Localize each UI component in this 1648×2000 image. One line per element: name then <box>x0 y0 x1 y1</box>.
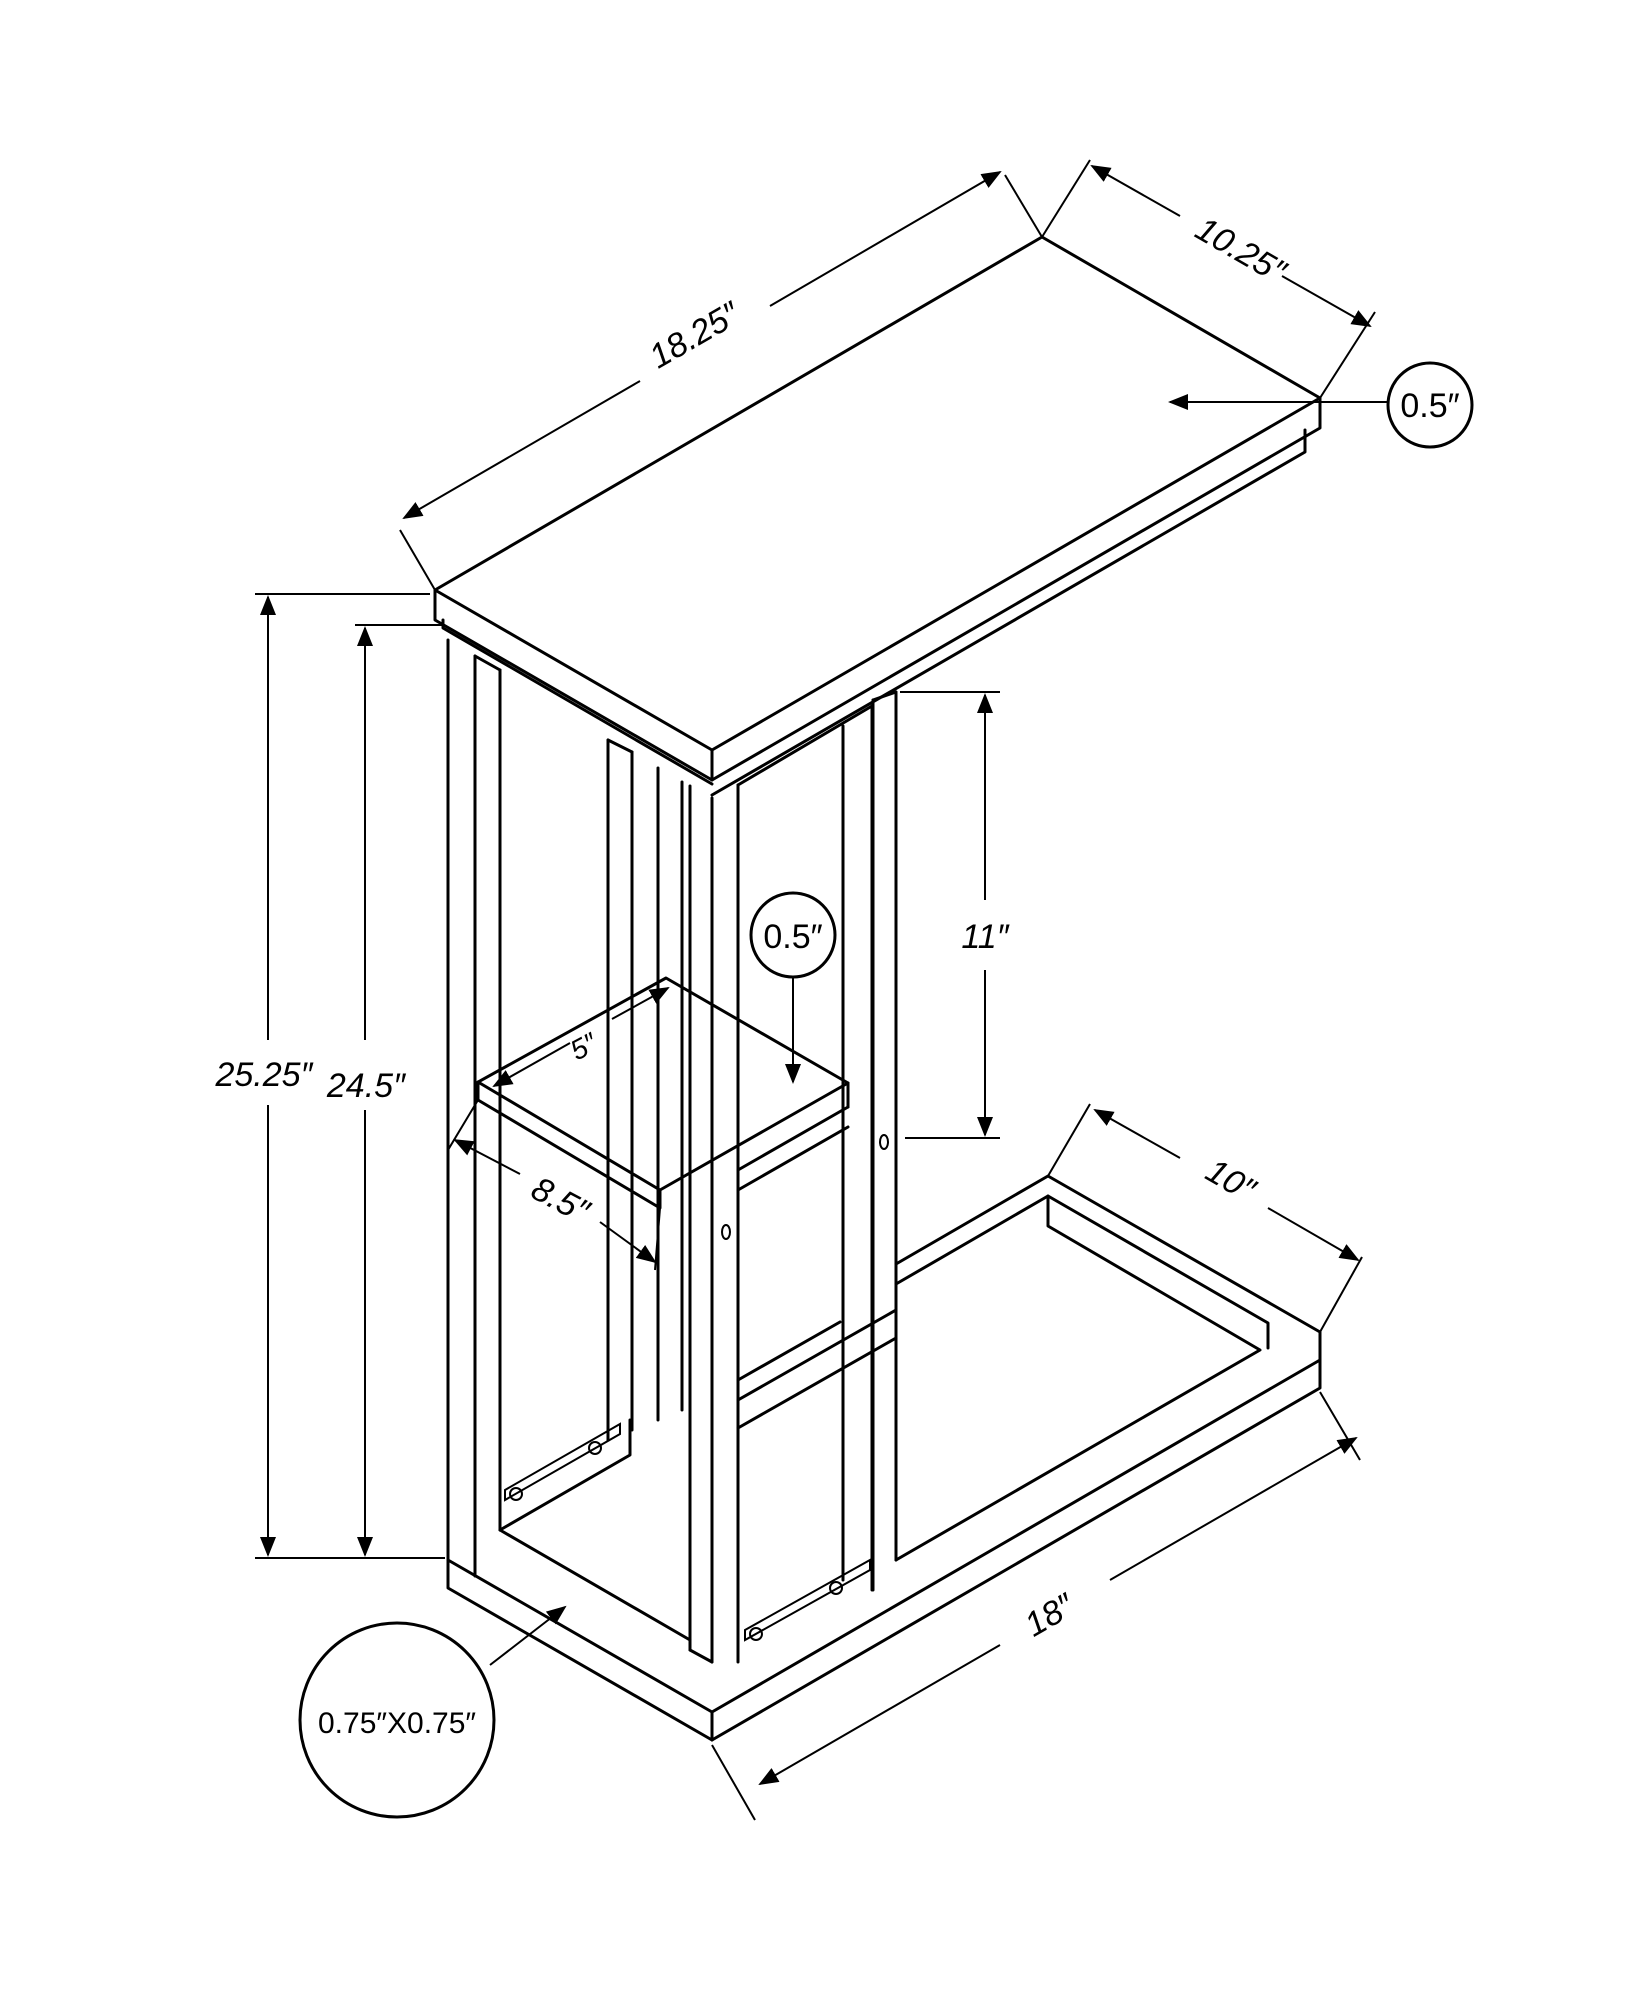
rear-left-leg <box>446 638 502 1578</box>
dim-shelf-depth: 5″ <box>492 987 670 1087</box>
dim-top-length: 18.25″ <box>399 170 1043 591</box>
label-shelf-thickness: 0.5″ <box>763 918 822 956</box>
label-upper-opening: 11″ <box>961 918 1009 956</box>
label-tube-size: 0.75″X0.75″ <box>318 1707 476 1740</box>
label-overall-height: 25.25″ <box>214 1056 313 1094</box>
label-base-width: 10″ <box>1199 1152 1262 1210</box>
front-leg <box>688 783 740 1664</box>
callout-shelf-thickness: 0.5″ <box>749 891 837 1084</box>
label-top-width: 10.25″ <box>1189 210 1293 292</box>
callout-tube-size: 0.75″X0.75″ <box>298 1605 567 1819</box>
dim-base-width: 10″ <box>1047 1103 1363 1333</box>
rear-middle-posts <box>606 738 684 1442</box>
label-base-length: 18″ <box>1018 1586 1081 1644</box>
dim-top-width: 10.25″ <box>1041 159 1376 399</box>
front-right-posts <box>736 690 898 1592</box>
label-frame-height: 24.5″ <box>326 1067 406 1105</box>
dim-overall-height: 25.25″ <box>214 593 445 1559</box>
label-top-thickness: 0.5″ <box>1400 387 1459 425</box>
dim-base-length: 18″ <box>711 1391 1361 1821</box>
label-top-length: 18.25″ <box>643 294 747 376</box>
shelf <box>476 976 850 1210</box>
callout-top-thickness: 0.5″ <box>1168 361 1474 449</box>
table-top <box>433 235 1322 797</box>
label-shelf-width: 8.5″ <box>525 1170 596 1232</box>
dim-frame-height: 24.5″ <box>326 624 445 1557</box>
dim-upper-opening: 11″ <box>900 691 1010 1139</box>
